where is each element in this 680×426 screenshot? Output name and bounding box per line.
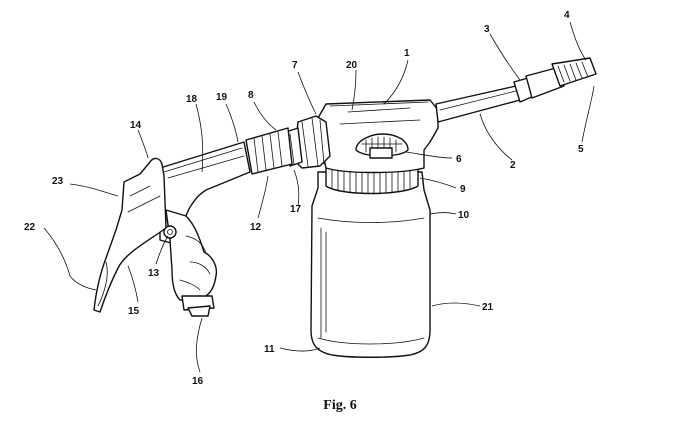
ref-11: 11 (264, 344, 275, 355)
wand (435, 57, 597, 123)
bottle-collar (325, 165, 419, 195)
mixing-head (317, 99, 439, 174)
ref-6: 6 (456, 154, 462, 165)
ref-9: 9 (460, 184, 466, 195)
leader-lines (43, 21, 595, 373)
ref-16: 16 (192, 376, 204, 387)
trigger (93, 157, 167, 313)
figure-caption: Fig. 6 (323, 398, 357, 413)
gun-body (154, 141, 251, 317)
ref-1: 1 (404, 48, 410, 59)
ref-20: 20 (346, 60, 358, 71)
ref-8: 8 (248, 90, 254, 101)
ref-3: 3 (484, 24, 490, 35)
ref-23: 23 (52, 176, 64, 187)
ref-19: 19 (216, 92, 228, 103)
ref-10: 10 (458, 210, 470, 221)
reference-numerals: 1 2 3 4 5 6 7 8 9 10 11 12 13 14 15 16 1… (24, 10, 584, 387)
ref-2: 2 (510, 160, 516, 171)
coupling-nut (285, 115, 331, 169)
ref-15: 15 (128, 306, 140, 317)
ref-18: 18 (186, 94, 198, 105)
ref-17: 17 (290, 204, 302, 215)
ref-13: 13 (148, 268, 160, 279)
ref-21: 21 (482, 302, 494, 313)
ref-14: 14 (130, 120, 142, 131)
ref-22: 22 (24, 222, 36, 233)
ref-7: 7 (292, 60, 298, 71)
bottle (310, 171, 431, 358)
ref-12: 12 (250, 222, 262, 233)
fitting (245, 127, 293, 175)
ref-5: 5 (578, 144, 584, 155)
ref-4: 4 (564, 10, 570, 21)
